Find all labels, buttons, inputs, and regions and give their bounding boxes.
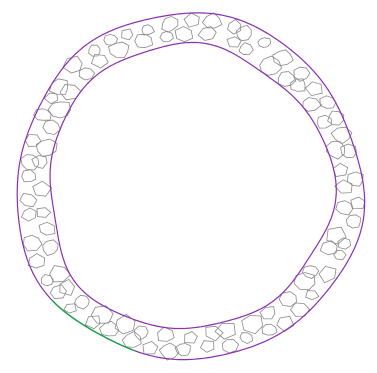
ring-diagram-canvas [0, 0, 377, 373]
ring-diagram [0, 0, 377, 373]
background [0, 0, 377, 373]
